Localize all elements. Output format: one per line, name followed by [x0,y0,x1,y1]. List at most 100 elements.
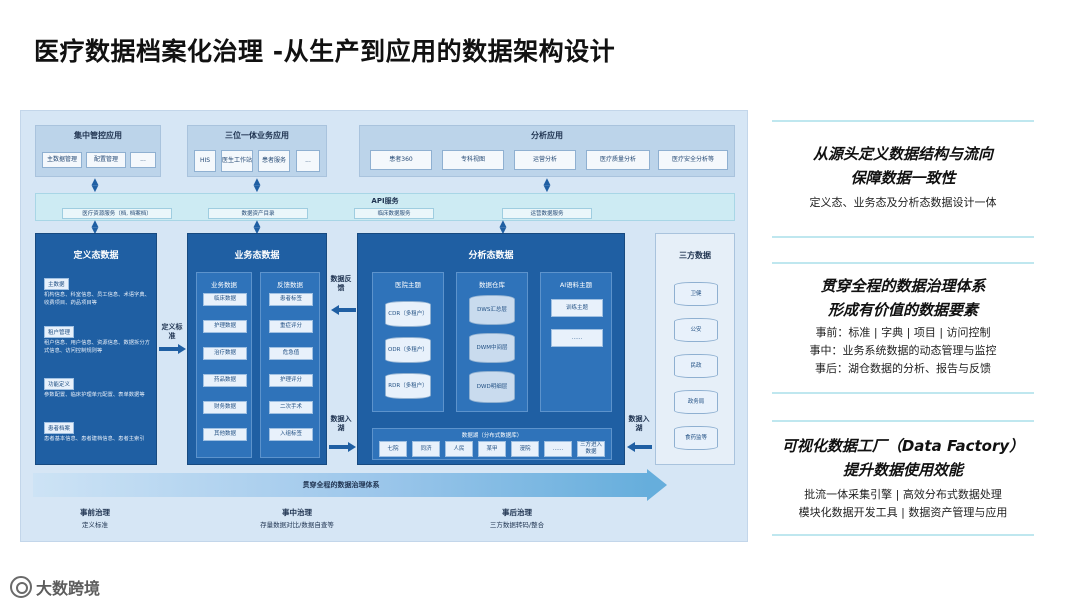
updown-arrow-icon: ▲▼ [91,219,99,236]
card-heading: 保障数据一致性 [850,169,956,187]
governance-band-text: 贯穿全程的数据治理体系 [302,481,380,489]
feedback-data-chip[interactable]: 重症评分 [269,320,313,333]
card-source-definition: 从源头定义数据结构与流向 保障数据一致性 定义态、业务态及分析态数据设计一体 [772,120,1034,238]
card-heading: 贯穿全程的数据治理体系 [820,277,986,295]
odr-db[interactable]: ODR（多租户） [385,337,431,363]
chip-patient-service[interactable]: 患者服务 [258,150,290,172]
business-data-chip[interactable]: 药品数据 [203,374,247,387]
chip-safety-analysis[interactable]: 医疗安全分析等 [658,150,728,170]
dwm-layer[interactable]: DWM中间层 [469,333,515,363]
third-party-source[interactable]: 政务局 [674,390,718,414]
third-party-source[interactable]: 卫健 [674,282,718,306]
lake-source-chip[interactable]: 漫院 [511,441,539,457]
arrow-left-icon [331,305,339,315]
stage-mid-sub: 存量数据对比/数据自查等 [260,521,334,529]
chip-specialty-view[interactable]: 专科视图 [442,150,504,170]
dwd-layer[interactable]: DWD明细层 [469,371,515,403]
third-party-title: 三方数据 [679,251,711,260]
feedback-col: 反馈数据 患者标签重症评分危急值护理评分二次手术入组标签 [260,272,320,458]
card-heading: 从源头定义数据结构与流向 [812,145,993,163]
dws-layer[interactable]: DWS汇总层 [469,295,515,325]
col-title: 反馈数据 [277,281,303,289]
stage-pre-sub: 定义标准 [82,521,108,529]
feedback-data-chip[interactable]: 入组标签 [269,428,313,441]
chip-his[interactable]: HIS [194,150,216,172]
chip-master-data[interactable]: 主数据管理 [42,152,82,168]
third-party-source[interactable]: 食药监等 [674,426,718,450]
chip-more[interactable]: ... [296,150,320,172]
updown-arrow-icon: ▲▼ [253,219,261,236]
api-title: API服务 [371,197,399,205]
lake-source-chip[interactable]: 人民 [445,441,473,457]
card-line: 事后：湖仓数据的分析、报告与反馈 [815,362,991,376]
feedback-data-chip[interactable]: 护理评分 [269,374,313,387]
business-data-chip[interactable]: 临床数据 [203,293,247,306]
api-service-band: API服务 医疗资源服务（档, 档案档） 数据资产目录 临床数据服务 运营数据服… [35,193,735,221]
panel-title: 三位一体业务应用 [225,131,289,140]
chip-ops-analysis[interactable]: 运营分析 [514,150,576,170]
card-line: 事中：业务系统数据的动态管理与监控 [809,344,997,358]
stage-mid-head: 事中治理 [282,508,312,517]
page-title: 医疗数据档案化治理 -从生产到应用的数据架构设计 [34,37,616,66]
chip-quality-analysis[interactable]: 医疗质量分析 [586,150,650,170]
analysis-title: 分析态数据 [468,251,514,261]
api-ops-service[interactable]: 运营数据服务 [502,208,592,219]
lake-source-chip[interactable]: ...... [544,441,572,457]
lake-source-chip[interactable]: 三方进入数据 [577,441,605,457]
business-data-block: 业务态数据 业务数据 临床数据护理数据治疗数据药品数据财务数据其他数据 反馈数据… [187,233,327,465]
tag-master-data: 主数据 [44,278,69,290]
chip-patient360[interactable]: 患者360 [370,150,432,170]
lake-source-chip[interactable]: 同济 [412,441,440,457]
col-title: 数据湖（分布式数据库） [461,433,523,439]
ai-training-theme[interactable]: 训练主题 [551,299,603,317]
card-line: 定义态、业务态及分析态数据设计一体 [809,196,997,209]
col-title: AI语料主题 [559,281,593,289]
arrow-shaft [634,445,652,449]
business-title: 业务态数据 [234,251,280,261]
feedback-data-chip[interactable]: 危急值 [269,347,313,360]
card-line: 模块化数据开发工具 | 数据资产管理与应用 [798,506,1008,520]
hospital-theme-col: 医院主题 CDR（多租户） ODR（多租户） RDR（多租户） [372,272,444,412]
business-data-chip[interactable]: 财务数据 [203,401,247,414]
arrow-right-icon [348,442,356,452]
text-master-data: 机构信息、科室信息、员工信息、术语字典、收费项目、药品项目等 [44,292,150,306]
card-governance: 贯穿全程的数据治理体系 形成有价值的数据要素 事前：标准 | 字典 | 项目 |… [772,262,1034,394]
updown-arrow-icon: ▲▼ [91,177,99,194]
governance-band: 贯穿全程的数据治理体系 [33,473,649,497]
lake-source-chip[interactable]: 七院 [379,441,407,457]
card-data-factory: 可视化数据工厂（Data Factory） 提升数据使用效能 批流一体采集引擎 … [772,420,1034,536]
chip-config[interactable]: 配置管理 [86,152,126,168]
rdr-db[interactable]: RDR（多租户） [385,373,431,399]
feedback-data-chip[interactable]: 患者标签 [269,293,313,306]
flow-data-feedback: 数据反馈 [330,275,352,293]
api-resource-service[interactable]: 医疗资源服务（档, 档案档） [62,208,172,219]
lake-source-chip[interactable]: 某甲 [478,441,506,457]
arrow-shaft [338,308,356,312]
stage-post-sub: 三方数据转码/整合 [489,521,545,529]
arrow-shaft [329,445,349,449]
logo-icon [10,576,32,598]
ai-more[interactable]: ...... [551,329,603,347]
business-data-chip[interactable]: 护理数据 [203,320,247,333]
cdr-db[interactable]: CDR（多租户） [385,301,431,327]
api-clinical-service[interactable]: 临床数据服务 [354,208,434,219]
arrow-shaft [159,347,179,351]
tag-tenant: 租户管理 [44,326,75,338]
panel-title: 分析应用 [531,131,563,140]
chip-more[interactable]: ... [130,152,156,168]
panel-analysis-apps: 分析应用 患者360 专科视图 运营分析 医疗质量分析 医疗安全分析等 [359,125,735,177]
business-data-chip[interactable]: 治疗数据 [203,347,247,360]
analysis-data-block: 分析态数据 医院主题 CDR（多租户） ODR（多租户） RDR（多租户） 数据… [357,233,625,465]
third-party-block: 三方数据 卫健公安民政政务局食药监等 [655,233,735,465]
col-title: 数据仓库 [479,281,505,289]
api-asset-catalog[interactable]: 数据资产目录 [208,208,308,219]
chip-doctor-station[interactable]: 医生工作站 [221,150,253,172]
stage-pre-head: 事前治理 [80,508,110,517]
updown-arrow-icon: ▲▼ [543,177,551,194]
updown-arrow-icon: ▲▼ [253,177,261,194]
third-party-source[interactable]: 民政 [674,354,718,378]
warehouse-col: 数据仓库 DWS汇总层 DWM中间层 DWD明细层 [456,272,528,412]
feedback-data-chip[interactable]: 二次手术 [269,401,313,414]
third-party-source[interactable]: 公安 [674,318,718,342]
business-data-chip[interactable]: 其他数据 [203,428,247,441]
